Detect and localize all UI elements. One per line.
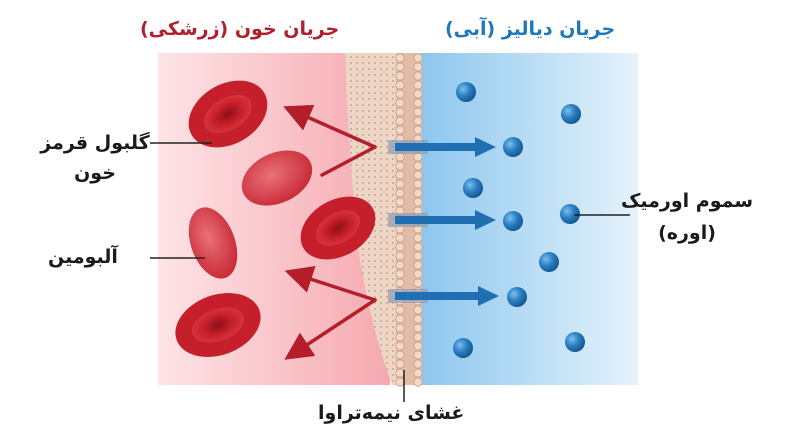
blood-flow-title: جریان خون (زرشکی) — [140, 18, 340, 40]
membrane-bead — [413, 350, 423, 360]
diffusion-arrows — [395, 137, 499, 306]
membrane-bead — [413, 170, 423, 180]
membrane-bead — [413, 341, 423, 351]
membrane-bead — [395, 332, 405, 342]
membrane-bead — [413, 116, 423, 126]
toxin-particle — [453, 338, 473, 358]
membrane-bead — [395, 53, 405, 63]
membrane-bead — [413, 260, 423, 270]
membrane-bead — [395, 62, 405, 72]
uremic-toxin-particles — [453, 82, 585, 358]
membrane-bead — [395, 188, 405, 198]
red-blood-cell-2 — [300, 196, 376, 260]
membrane-bead — [413, 179, 423, 189]
membrane-bead — [395, 125, 405, 135]
membrane-bead — [413, 359, 423, 369]
membrane-bead — [395, 341, 405, 351]
membrane-bead — [395, 107, 405, 117]
membrane-bead — [395, 350, 405, 360]
membrane-bead — [413, 161, 423, 171]
membrane-bead — [395, 260, 405, 270]
membrane-bead — [413, 71, 423, 81]
albumin-2 — [188, 207, 238, 279]
membrane-bead — [413, 251, 423, 261]
membrane-bead — [413, 152, 423, 162]
toxin-particle — [507, 287, 527, 307]
membrane-bead — [395, 161, 405, 171]
membrane-bead — [413, 107, 423, 117]
membrane-bead — [413, 125, 423, 135]
membrane-bead — [413, 332, 423, 342]
membrane-bead — [413, 278, 423, 288]
membrane-bead — [413, 53, 423, 63]
membrane-bead — [395, 80, 405, 90]
membrane-label: غشای نیمه‌تراوا — [318, 402, 465, 424]
toxin-particle — [503, 137, 523, 157]
red-blood-cell-label: گلبول قرمز خون — [40, 132, 150, 184]
membrane-bead — [413, 269, 423, 279]
membrane-bead — [413, 89, 423, 99]
albumin-1 — [241, 150, 313, 206]
membrane-bead — [413, 377, 423, 387]
membrane-bead — [395, 233, 405, 243]
reflection-arrows — [283, 104, 377, 360]
membrane-bead — [395, 170, 405, 180]
membrane-bead — [395, 71, 405, 81]
membrane-bead — [395, 197, 405, 207]
membrane-bead — [395, 269, 405, 279]
toxin-particle — [503, 211, 523, 231]
toxin-particle — [539, 252, 559, 272]
toxin-particle — [565, 332, 585, 352]
membrane-bead — [395, 251, 405, 261]
membrane-bead — [395, 278, 405, 288]
membrane-bead — [413, 242, 423, 252]
membrane-bead — [395, 152, 405, 162]
toxin-particle — [463, 178, 483, 198]
membrane-bead — [395, 116, 405, 126]
membrane-bead — [413, 314, 423, 324]
membrane-bead — [413, 62, 423, 72]
red-blood-cell-1 — [188, 80, 268, 148]
uremic-toxins-label: سموم اورمیک (اوره) — [620, 190, 754, 244]
membrane-bead — [413, 80, 423, 90]
toxin-particle — [561, 104, 581, 124]
membrane-bead — [395, 89, 405, 99]
membrane-bead — [395, 179, 405, 189]
membrane-bead — [395, 359, 405, 369]
membrane-bead — [413, 233, 423, 243]
membrane-bead — [395, 305, 405, 315]
membrane-bead — [413, 98, 423, 108]
membrane-bead — [395, 314, 405, 324]
membrane-bead — [413, 368, 423, 378]
dialysate-flow-title: جریان دیالیز (آبی) — [445, 18, 616, 40]
membrane-bead — [395, 242, 405, 252]
membrane-bead — [413, 197, 423, 207]
membrane-bead — [413, 323, 423, 333]
albumin-label: آلبومین — [48, 246, 118, 268]
membrane-bead — [413, 188, 423, 198]
membrane-bead — [395, 98, 405, 108]
red-blood-cell-3 — [175, 293, 261, 357]
membrane-bead — [395, 323, 405, 333]
membrane-bead — [413, 305, 423, 315]
membrane-bead — [395, 368, 405, 378]
membrane-bead — [395, 377, 405, 387]
toxin-particle — [560, 204, 580, 224]
toxin-particle — [456, 82, 476, 102]
